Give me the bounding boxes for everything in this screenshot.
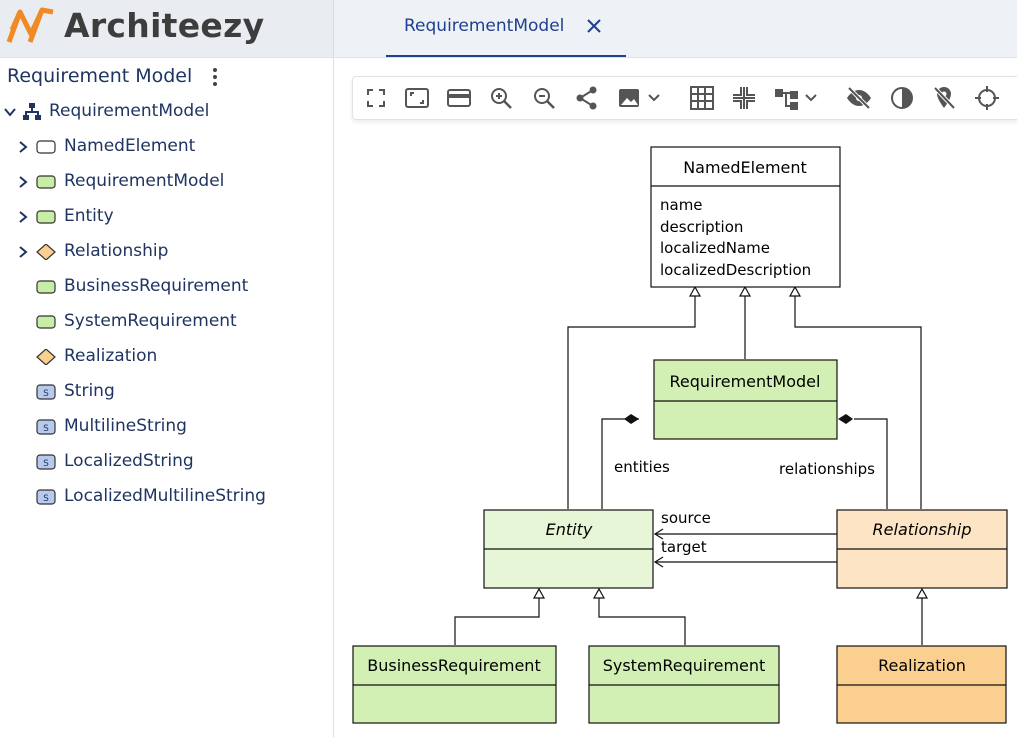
tree-item-label: Realization [64, 346, 157, 366]
locate-icon[interactable] [973, 84, 1001, 112]
tree-item-named-element[interactable]: NamedElement [0, 132, 333, 162]
system-requirement-title: SystemRequirement [603, 656, 766, 675]
business-requirement-title: BusinessRequirement [367, 656, 540, 675]
hide-icon[interactable] [845, 84, 873, 112]
hierarchy-icon [22, 102, 42, 122]
tree-item-system-requirement[interactable]: SystemRequirement [0, 307, 333, 337]
string-type-icon: S [36, 489, 56, 505]
svg-text:S: S [43, 494, 49, 504]
app-name: Architeezy [64, 6, 264, 45]
tree-item-label: MultilineString [64, 416, 187, 436]
tree-item-label: String [64, 381, 115, 401]
chevron-right-icon[interactable] [18, 246, 28, 258]
attr-localized-name: localizedName [660, 239, 770, 257]
named-element-title: NamedElement [683, 158, 807, 177]
pin-off-icon[interactable] [930, 84, 958, 112]
relation-diamond-icon [36, 349, 56, 365]
class-green-icon [36, 174, 56, 190]
zoom-out-icon[interactable] [530, 84, 558, 112]
image-export-icon[interactable] [616, 84, 666, 112]
svg-text:S: S [43, 459, 49, 469]
requirement-model-title: RequirementModel [670, 372, 821, 391]
share-icon[interactable] [573, 84, 601, 112]
tab-label: RequirementModel [404, 16, 564, 36]
fullscreen-icon[interactable] [362, 84, 390, 112]
edge-label-source: source [661, 509, 711, 527]
edge-label-relationships: relationships [779, 460, 875, 478]
svg-text:S: S [43, 424, 49, 434]
tree-item-label: NamedElement [64, 136, 195, 156]
contrast-icon[interactable] [888, 84, 916, 112]
layout-icon[interactable] [773, 84, 823, 112]
attr-localized-description: localizedDescription [660, 261, 811, 279]
diagram-toolbar [352, 76, 1017, 120]
fit-to-screen-icon[interactable] [403, 84, 431, 112]
tree-item-label: SystemRequirement [64, 311, 237, 331]
chevron-down-icon[interactable] [4, 107, 16, 117]
node-named-element[interactable]: NamedElement name description localizedN… [651, 147, 840, 287]
tree-item-label: LocalizedString [64, 451, 194, 471]
class-green-icon [36, 314, 56, 330]
zoom-in-icon[interactable] [487, 84, 515, 112]
tree-root-requirement-model[interactable]: RequirementModel [0, 97, 333, 127]
tree-item-label: RequirementModel [64, 171, 224, 191]
node-relationship[interactable]: Relationship [837, 510, 1007, 588]
more-options-icon[interactable] [209, 66, 221, 88]
tree-item-localized-string[interactable]: S LocalizedString [0, 447, 333, 477]
entity-title: Entity [546, 520, 593, 539]
tree-root-label: RequirementModel [49, 101, 209, 121]
relationship-title: Relationship [873, 520, 972, 539]
composition-diamond-relationships [838, 414, 853, 424]
sidebar-title: Requirement Model [7, 65, 192, 87]
tree-item-string[interactable]: S String [0, 377, 333, 407]
node-realization[interactable]: Realization [837, 646, 1006, 723]
node-system-requirement[interactable]: SystemRequirement [589, 646, 779, 723]
tree-item-realization[interactable]: Realization [0, 342, 333, 372]
chevron-right-icon[interactable] [18, 211, 28, 223]
tree-item-label: LocalizedMultilineString [64, 486, 266, 506]
class-white-icon [36, 139, 56, 155]
node-entity[interactable]: Entity [484, 510, 653, 588]
diagram-canvas[interactable]: NamedElement name description localizedN… [334, 130, 1017, 737]
tree-item-localized-multiline-string[interactable]: S LocalizedMultilineString [0, 482, 333, 512]
composition-diamond-entities [624, 414, 639, 424]
logo-area: Architeezy [0, 0, 333, 58]
tree-item-label: Entity [64, 206, 114, 226]
tab-bar: RequirementModel [334, 0, 1017, 58]
string-type-icon: S [36, 454, 56, 470]
string-type-icon: S [36, 419, 56, 435]
attr-description: description [660, 218, 743, 236]
attr-name: name [660, 196, 703, 214]
edge-label-target: target [661, 538, 707, 556]
realization-title: Realization [878, 656, 966, 675]
chevron-right-icon[interactable] [18, 141, 28, 153]
tab-requirement-model[interactable]: RequirementModel [386, 0, 626, 57]
class-green-icon [36, 209, 56, 225]
card-icon[interactable] [445, 84, 473, 112]
architeezy-logo-icon [6, 6, 56, 46]
grid-icon[interactable] [688, 84, 716, 112]
class-green-icon [36, 279, 56, 295]
tree-item-label: Relationship [64, 241, 168, 261]
tree-item-multiline-string[interactable]: S MultilineString [0, 412, 333, 442]
snap-icon[interactable] [730, 84, 758, 112]
tree-item-relationship[interactable]: Relationship [0, 237, 333, 267]
edge-label-entities: entities [614, 458, 670, 476]
tree-item-business-requirement[interactable]: BusinessRequirement [0, 272, 333, 302]
tree-item-requirement-model[interactable]: RequirementModel [0, 167, 333, 197]
string-type-icon: S [36, 384, 56, 400]
tree-item-label: BusinessRequirement [64, 276, 248, 296]
node-business-requirement[interactable]: BusinessRequirement [353, 646, 556, 723]
svg-text:S: S [43, 389, 49, 399]
chevron-right-icon[interactable] [18, 176, 28, 188]
close-icon[interactable] [583, 15, 605, 37]
relation-diamond-icon [36, 244, 56, 260]
tree-item-entity[interactable]: Entity [0, 202, 333, 232]
node-requirement-model[interactable]: RequirementModel [654, 360, 837, 439]
